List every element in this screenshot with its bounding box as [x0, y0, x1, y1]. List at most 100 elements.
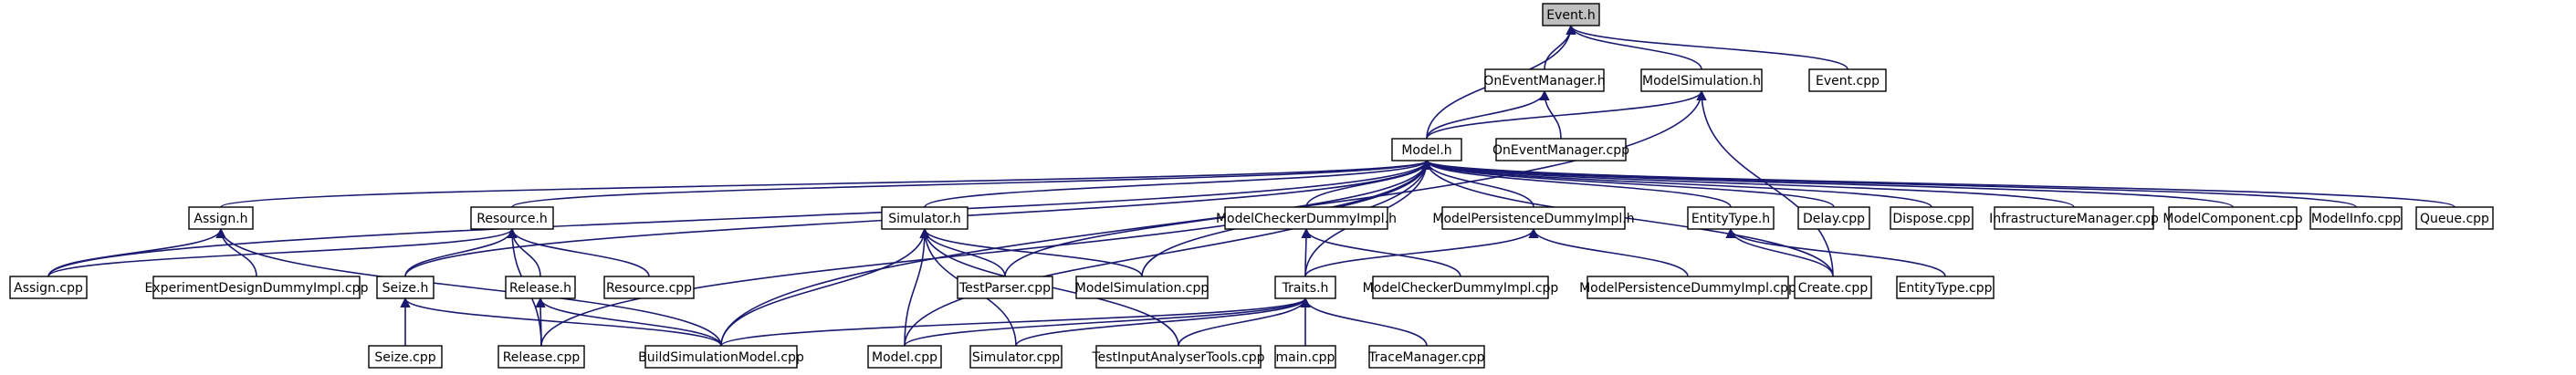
node-box	[368, 345, 443, 369]
node-box	[1095, 345, 1262, 369]
node-label: ModelSimulation.cpp	[1075, 281, 1209, 296]
node-box	[1484, 68, 1605, 92]
node-modelinfo-cpp[interactable]: ModelInfo.cpp	[2309, 206, 2403, 230]
node-modelpersistencedummyimpl-cpp[interactable]: ModelPersistenceDummyImpl.cpp	[1579, 276, 1796, 299]
node-release-h[interactable]: Release.h	[505, 276, 576, 299]
node-box	[1372, 276, 1549, 299]
node-entitytype-cpp[interactable]: EntityType.cpp	[1896, 276, 1995, 299]
node-box	[2309, 206, 2403, 230]
edge-model-h-to-infrastructuremanager-cpp	[1421, 159, 2075, 208]
edge-modelpersistencedummyimpl-h-to-traits-h	[1304, 227, 1539, 277]
node-label: ModelPersistenceDummyImpl.h	[1432, 212, 1634, 226]
edge-model-h-to-create-cpp	[1421, 159, 1834, 277]
node-label: ModelInfo.cpp	[2311, 212, 2401, 226]
node-buildsimulationmodel-cpp[interactable]: BuildSimulationModel.cpp	[638, 345, 804, 369]
node-model-h[interactable]: Model.h	[1391, 138, 1462, 161]
edge-simulator-h-to-model-cpp	[904, 227, 930, 347]
edge-assign-h-to-buildsimulationmodel-cpp	[215, 227, 722, 347]
edge-traits-h-to-model-cpp	[904, 297, 1311, 347]
node-box	[1391, 138, 1462, 161]
node-box	[376, 276, 435, 299]
node-simulator-cpp[interactable]: Simulator.cpp	[969, 345, 1063, 369]
edge-release-h-to-buildsimulationmodel-cpp	[535, 297, 722, 347]
node-box	[470, 206, 554, 230]
node-label: Dispose.cpp	[1892, 212, 1970, 226]
node-dispose-cpp[interactable]: Dispose.cpp	[1890, 206, 1974, 230]
edge-model-h-to-queue-cpp	[1421, 159, 2456, 208]
node-box	[881, 206, 969, 230]
edge-layer	[47, 24, 2456, 347]
node-entitytype-h[interactable]: EntityType.h	[1687, 206, 1775, 230]
node-modelsimulation-cpp[interactable]: ModelSimulation.cpp	[1075, 276, 1209, 299]
node-box	[1274, 345, 1336, 369]
node-event-h[interactable]: Event.h	[1542, 3, 1600, 26]
node-modelsimulation-h[interactable]: ModelSimulation.h	[1640, 68, 1763, 92]
node-oneventmanager-cpp[interactable]: OnEventManager.cpp	[1492, 138, 1629, 161]
node-box	[1495, 138, 1627, 161]
node-box	[2415, 206, 2494, 230]
edge-model-h-to-assign-cpp	[47, 159, 1432, 277]
node-label: ModelCheckerDummyImpl.h	[1216, 212, 1397, 226]
node-box	[1808, 68, 1887, 92]
node-box	[497, 345, 585, 369]
node-modelcheckerdummyimpl-cpp[interactable]: ModelCheckerDummyImpl.cpp	[1363, 276, 1559, 299]
edge-entitytype-h-to-entitytype-cpp	[1725, 227, 1946, 277]
node-label: Model.cpp	[872, 350, 937, 365]
edge-modelcheckerdummyimpl-h-to-modelcheckerdummyimpl-cpp	[1301, 227, 1461, 277]
node-delay-cpp[interactable]: Delay.cpp	[1797, 206, 1870, 230]
edge-seize-h-to-buildsimulationmodel-cpp	[400, 297, 722, 347]
node-assign-h[interactable]: Assign.h	[188, 206, 254, 230]
node-label: ModelSimulation.h	[1642, 74, 1761, 89]
node-seize-cpp[interactable]: Seize.cpp	[368, 345, 443, 369]
node-resource-h[interactable]: Resource.h	[470, 206, 554, 230]
edge-traits-h-to-testinputanalysertools-cpp	[1178, 297, 1311, 347]
node-box	[1687, 206, 1775, 230]
node-testparser-cpp[interactable]: TestParser.cpp	[957, 276, 1053, 299]
node-traits-h[interactable]: Traits.h	[1274, 276, 1336, 299]
node-box	[957, 276, 1053, 299]
edge-modelsimulation-h-to-model-h	[1426, 89, 1707, 140]
node-testinputanalysertools-cpp[interactable]: TestInputAnalyserTools.cpp	[1091, 345, 1265, 369]
node-simulator-h[interactable]: Simulator.h	[881, 206, 969, 230]
node-resource-cpp[interactable]: Resource.cpp	[603, 276, 695, 299]
node-queue-cpp[interactable]: Queue.cpp	[2415, 206, 2494, 230]
edge-traits-h-to-simulator-cpp	[1015, 297, 1311, 347]
node-label: BuildSimulationModel.cpp	[638, 350, 804, 365]
edge-assign-h-to-experimentdesigndummyimpl-cpp	[215, 227, 257, 277]
node-box	[2168, 206, 2298, 230]
node-label: Seize.h	[382, 281, 429, 296]
node-tracemanager-cpp[interactable]: TraceManager.cpp	[1367, 345, 1485, 369]
node-model-cpp[interactable]: Model.cpp	[867, 345, 942, 369]
node-box	[603, 276, 695, 299]
edge-model-h-to-delay-cpp	[1421, 159, 1835, 208]
node-infrastructuremanager-cpp[interactable]: InfrastructureManager.cpp	[1989, 206, 2159, 230]
node-modelcheckerdummyimpl-h[interactable]: ModelCheckerDummyImpl.h	[1216, 206, 1397, 230]
edge-model-h-to-assign-h	[220, 159, 1432, 208]
node-label: ModelPersistenceDummyImpl.cpp	[1579, 281, 1796, 296]
node-create-cpp[interactable]: Create.cpp	[1794, 276, 1872, 299]
edge-model-h-to-release-cpp	[540, 159, 1432, 347]
node-seize-h[interactable]: Seize.h	[376, 276, 435, 299]
node-release-cpp[interactable]: Release.cpp	[497, 345, 585, 369]
node-modelcomponent-cpp[interactable]: ModelComponent.cpp	[2162, 206, 2303, 230]
node-oneventmanager-h[interactable]: OnEventManager.h	[1483, 68, 1606, 92]
node-label: Simulator.cpp	[972, 350, 1060, 365]
node-label: Model.h	[1401, 143, 1451, 158]
node-experimentdesigndummyimpl-cpp[interactable]: ExperimentDesignDummyImpl.cpp	[145, 276, 369, 299]
node-box	[1368, 345, 1485, 369]
edge-event-h-to-event-cpp	[1565, 24, 1848, 70]
node-box	[644, 345, 798, 369]
node-label: Simulator.h	[888, 212, 961, 226]
edge-model-h-to-modelinfo-cpp	[1421, 159, 2357, 208]
node-event-cpp[interactable]: Event.cpp	[1808, 68, 1887, 92]
node-main-cpp[interactable]: main.cpp	[1274, 345, 1336, 369]
node-label: TraceManager.cpp	[1367, 350, 1484, 365]
node-modelpersistencedummyimpl-h[interactable]: ModelPersistenceDummyImpl.h	[1432, 206, 1635, 230]
node-box	[1274, 276, 1336, 299]
node-label: InfrastructureManager.cpp	[1989, 212, 2159, 226]
node-box	[152, 276, 361, 299]
node-label: Resource.cpp	[606, 281, 692, 296]
node-label: TestInputAnalyserTools.cpp	[1091, 350, 1264, 365]
node-assign-cpp[interactable]: Assign.cpp	[9, 276, 88, 299]
